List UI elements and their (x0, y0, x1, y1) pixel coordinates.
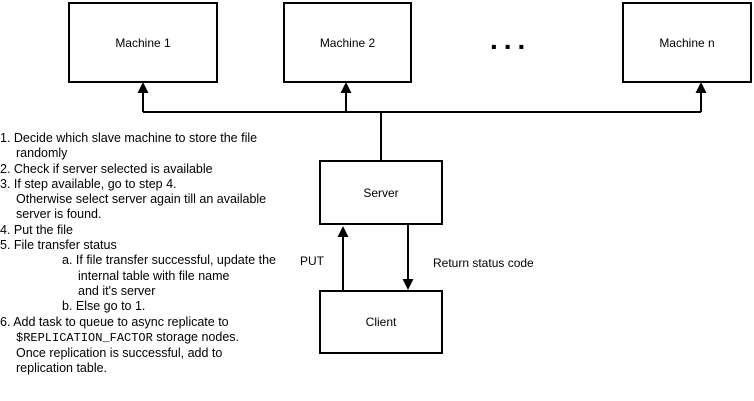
replication-factor-var: $REPLICATION_FACTOR (16, 330, 153, 345)
server-box: Server (319, 160, 443, 225)
machine-n-box: Machine n (622, 2, 752, 83)
step-5b: b. Else go to 1. (62, 299, 146, 314)
return-status-label: Return status code (433, 256, 534, 270)
step-3: 3. If step available, go to step 4. (0, 176, 177, 191)
machine-2-box: Machine 2 (283, 2, 412, 83)
ellipsis: ... (490, 24, 532, 55)
arrowhead-machine-n (695, 82, 707, 93)
step-3-cont-1: Otherwise select server again till an av… (16, 192, 267, 207)
client-label: Client (365, 315, 397, 329)
step-6: 6. Add task to queue to async replicate … (0, 314, 229, 329)
machine-2-label: Machine 2 (319, 35, 376, 50)
step-6-storage-nodes: storage nodes. (152, 329, 239, 344)
machine-1-label: Machine 1 (115, 35, 171, 50)
step-5a-cont-1: internal table with file name (78, 268, 230, 283)
step-1: 1. Decide which slave machine to store t… (0, 131, 258, 145)
step-4: 4. Put the file (0, 222, 73, 237)
step-1-cont: randomly (16, 146, 68, 161)
machine-n-label: Machine n (659, 35, 715, 50)
arrowhead-machine-1 (137, 82, 149, 93)
step-6-cont-3: replication table. (16, 361, 108, 376)
machine-1-box: Machine 1 (68, 2, 218, 83)
client-box: Client (319, 290, 443, 354)
server-label: Server (363, 185, 399, 200)
put-label: PUT (300, 254, 324, 268)
step-2: 2. Check if server selected is available (0, 161, 213, 176)
step-6-cont-1: $REPLICATION_FACTOR storage nodes. (0, 330, 300, 346)
arrowhead-machine-2 (340, 82, 352, 93)
step-3-cont-2: server is found. (16, 207, 102, 222)
arrowhead-put (337, 226, 349, 237)
step-5a-cont-2: and it's server (78, 283, 156, 298)
step-5: 5. File transfer status (0, 238, 117, 253)
process-steps: 1. Decide which slave machine to store t… (0, 131, 300, 377)
step-6-cont-2: Once replication is successful, add to (16, 346, 223, 361)
arrowhead-return (402, 279, 414, 290)
step-5a: a. If file transfer successful, update t… (62, 253, 277, 268)
